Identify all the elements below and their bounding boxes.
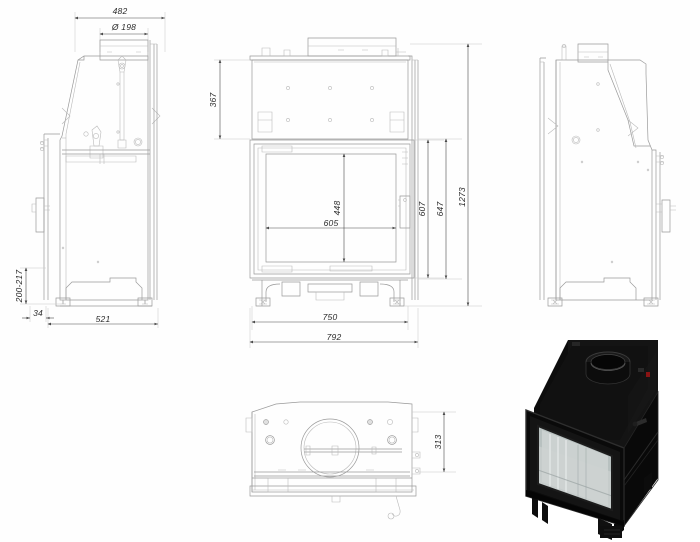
door-handle-icon <box>632 418 647 427</box>
dim-front-door-frame-height: 647 <box>435 202 445 217</box>
product-render-image <box>520 330 700 542</box>
product-render <box>520 330 700 542</box>
dim-plan-depth: 313 <box>433 435 443 450</box>
front-view-geometry <box>214 37 482 348</box>
dim-left-overall-width: 482 <box>113 6 128 16</box>
render-upper-body <box>534 340 658 526</box>
dim-left-base-offset: 34 <box>33 308 43 318</box>
flue-collar-icon <box>585 351 631 385</box>
dim-left-flue-diameter: Ø 198 <box>111 22 136 32</box>
dim-front-glass-height: 448 <box>332 201 342 216</box>
render-legs <box>532 472 652 540</box>
plan-view-geometry <box>245 401 456 520</box>
dim-front-glass-width: 605 <box>324 218 339 228</box>
left-side-view-geometry <box>20 12 166 328</box>
render-door-body <box>525 408 625 527</box>
dim-front-overall-width: 792 <box>327 332 342 342</box>
dim-front-door-opening-height: 607 <box>417 202 427 217</box>
right-side-view-geometry <box>539 43 676 307</box>
dim-left-leg-height: 200-217 <box>14 270 24 304</box>
dim-front-body-width: 750 <box>323 312 338 322</box>
dimension-labels: 482 Ø 198 200-217 34 521 367 448 605 607… <box>14 6 467 449</box>
dim-front-upper-box-height: 367 <box>208 93 218 108</box>
dim-front-total-height: 1273 <box>457 187 467 207</box>
dim-left-depth: 521 <box>96 314 111 324</box>
